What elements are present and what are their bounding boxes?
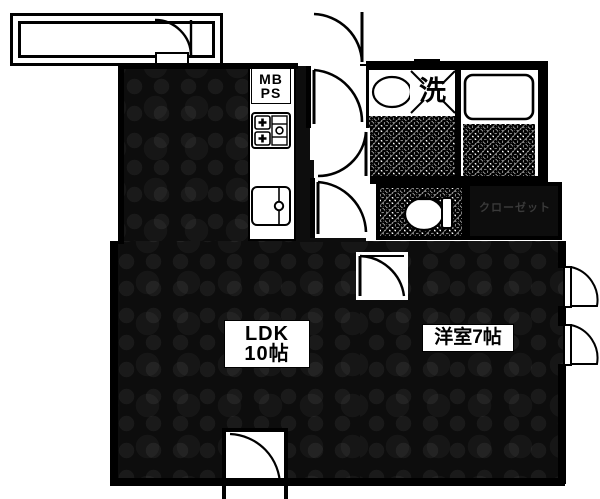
- wetzone-bottom-wall: [360, 176, 548, 184]
- stove-icon: [251, 112, 291, 149]
- wetzone-top-wall: [360, 61, 548, 70]
- bedroom-door-cell: [356, 252, 408, 300]
- window-right-2-icon[interactable]: [563, 323, 599, 366]
- corridor-door-swing-icon[interactable]: [312, 10, 364, 64]
- balcony-door-swing-icon: [228, 432, 282, 488]
- toilet-icon: [400, 190, 454, 234]
- washroom-floor-tile: [369, 116, 455, 176]
- bedroom-label-text: 洋室7帖: [434, 327, 502, 349]
- washroom-label: 洗: [413, 74, 453, 110]
- mb-label-line1: MB: [259, 70, 283, 87]
- south-wall: [110, 478, 565, 486]
- bath-floor-tile: [463, 124, 535, 176]
- wetzone-right-wall: [538, 61, 548, 181]
- bedroom-room-mass: [360, 241, 565, 484]
- hall-door-2-swing-icon[interactable]: [316, 180, 368, 236]
- east-wall-upper: [558, 241, 566, 268]
- east-wall-lower: [558, 364, 566, 484]
- ldk-label-line2: 10帖: [244, 343, 290, 365]
- bath-tub-icon: [463, 73, 535, 121]
- bedroom-room-label: 洋室7帖: [422, 324, 514, 352]
- washroom-top-sash-2: [414, 65, 440, 68]
- entrance-door-swing-icon: [153, 18, 193, 58]
- mb-ps-label: MB PS: [251, 68, 291, 104]
- bath-entry-door-swing-icon[interactable]: [316, 130, 368, 178]
- balcony-door-opening: [226, 432, 284, 499]
- west-wall-upper: [118, 66, 124, 244]
- north-wall-kitchen: [118, 63, 298, 69]
- closet-label: クローゼット: [479, 202, 551, 214]
- hall-door-1-swing-icon[interactable]: [312, 68, 364, 126]
- hall-door-2-jamb: [310, 178, 315, 238]
- east-wall-mid: [558, 306, 566, 326]
- washroom-label-text: 洗: [419, 76, 447, 107]
- ldk-room-label: LDK 10帖: [224, 320, 310, 368]
- wash-bath-divider-wall: [455, 70, 461, 176]
- ps-label-line2: PS: [260, 85, 282, 101]
- sink-icon: [251, 186, 291, 226]
- west-wall: [110, 241, 118, 486]
- closet-interior: [470, 186, 558, 236]
- ldk-label-line1: LDK: [244, 322, 290, 345]
- window-right-1-icon[interactable]: [563, 265, 599, 308]
- bedroom-door-swing-icon[interactable]: [358, 254, 406, 298]
- top-corridor-gap: [310, 0, 366, 64]
- washroom-top-sash: [414, 59, 440, 63]
- plan-outer-outline: [108, 64, 567, 486]
- washroom-label-leaders-icon: [410, 70, 456, 114]
- hall-door-1-jamb: [306, 66, 311, 128]
